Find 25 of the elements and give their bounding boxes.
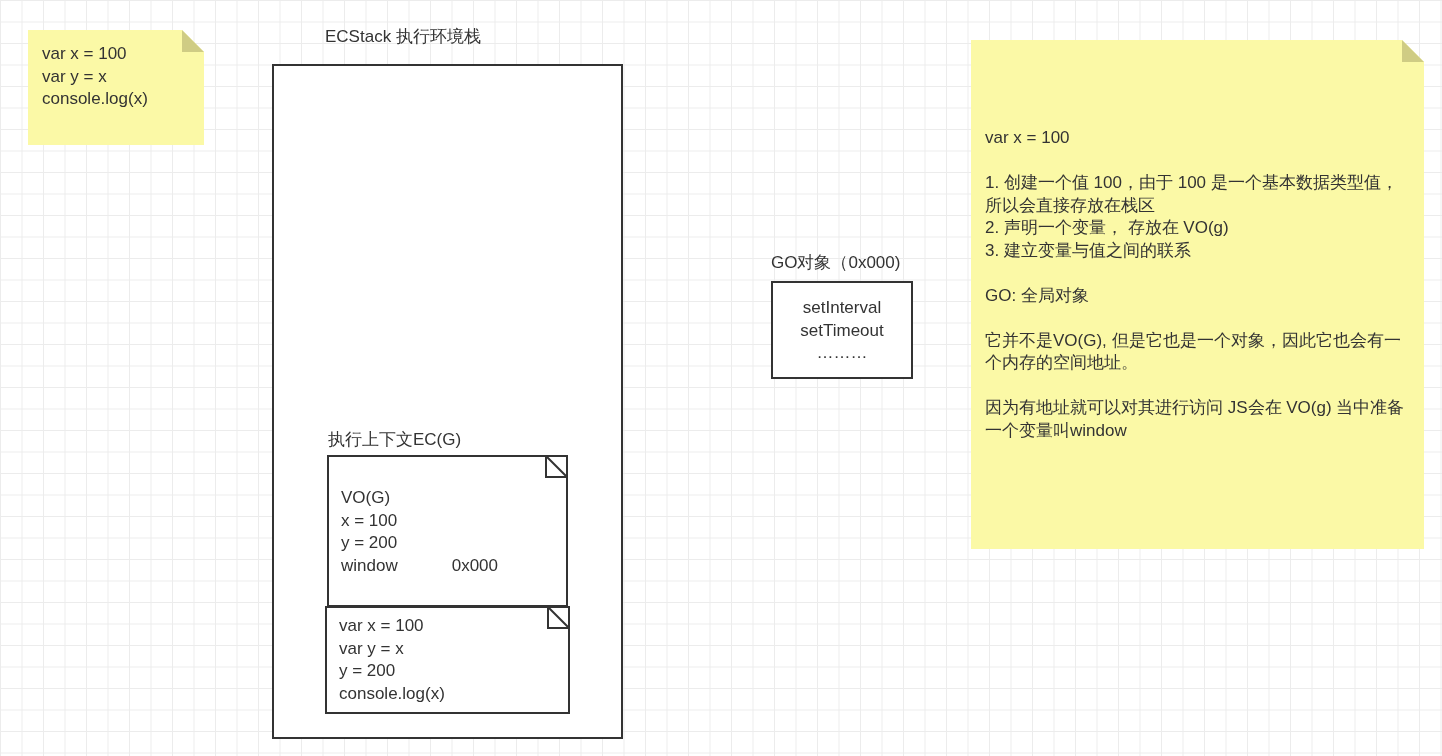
note-text: window xyxy=(341,554,398,577)
note-text: 1. 创建一个值 100，由于 100 是一个基本数据类型值，所以会直接存放在栈区 xyxy=(985,172,1399,217)
note-text: 2. 声明一个变量， 存放在 VO(g) xyxy=(985,217,1229,239)
note-text: var y = x xyxy=(339,637,404,660)
note-text: x = 100 xyxy=(341,509,398,532)
note-text: 0x000 xyxy=(451,554,499,577)
note-text: var x = 100 xyxy=(42,43,127,65)
note-text: 因为有地址就可以对其进行访问 JS会在 VO(g) 当中准备一个变量叫window xyxy=(985,397,1406,442)
note-text: console.log(x) xyxy=(339,682,445,705)
note-text: setInterval xyxy=(802,297,882,319)
note-text: y = 200 xyxy=(341,532,398,554)
note-text: var y = x xyxy=(42,65,107,88)
heading-label: GO对象（0x000) xyxy=(771,253,901,273)
note-text: setTimeout xyxy=(800,319,884,342)
note-text: GO: 全局对象 xyxy=(985,284,1089,307)
note-text: ……… xyxy=(816,342,868,364)
note-text: VO(G) xyxy=(341,487,391,509)
note-text: 它并不是VO(G), 但是它也是一个对象，因此它也会有一个内存的空间地址。 xyxy=(985,329,1402,374)
heading-label: ECStack 执行环境栈 xyxy=(325,27,481,47)
note-text: 3. 建立变量与值之间的联系 xyxy=(985,239,1191,262)
note-text: console.log(x) xyxy=(42,88,148,110)
heading-label: 执行上下文EC(G) xyxy=(328,430,462,450)
note-text: var x = 100 xyxy=(985,127,1070,149)
note-text: var x = 100 xyxy=(339,615,424,637)
note-text: y = 200 xyxy=(339,660,396,682)
